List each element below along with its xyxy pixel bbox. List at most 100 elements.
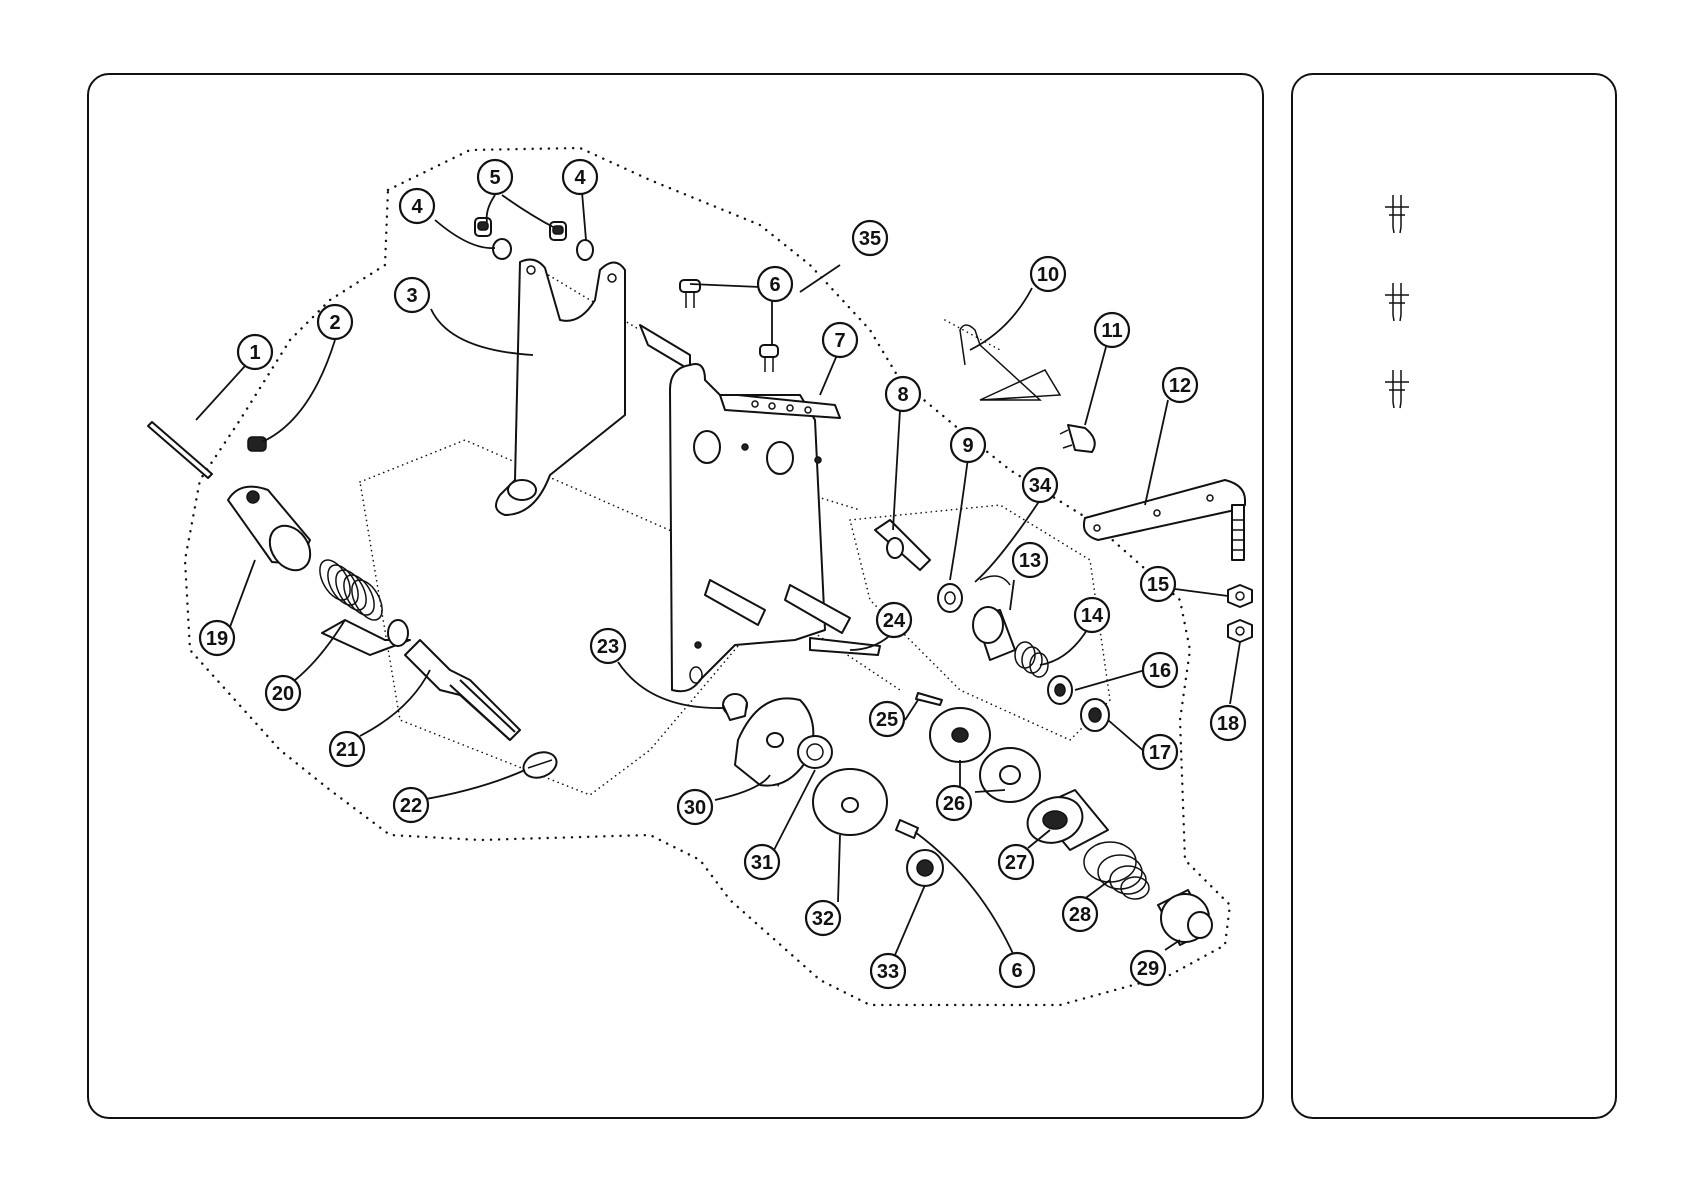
callout-11: 11 bbox=[1095, 313, 1129, 347]
callout-number: 15 bbox=[1147, 574, 1169, 596]
callout-26: 26 bbox=[937, 786, 971, 820]
callout-number: 35 bbox=[859, 228, 881, 250]
callout-number: 3 bbox=[406, 285, 417, 307]
callout-1: 1 bbox=[238, 335, 272, 369]
part-15-nut bbox=[1228, 585, 1252, 607]
part-4-washer-right bbox=[577, 240, 593, 260]
callout-number: 17 bbox=[1149, 742, 1171, 764]
callout-number: 9 bbox=[962, 435, 973, 457]
part-13-bushing bbox=[973, 607, 1015, 660]
callout-30: 30 bbox=[678, 790, 712, 824]
part-21-shaft-stud bbox=[405, 640, 520, 740]
part-8-bolt bbox=[875, 520, 930, 570]
callout-29: 29 bbox=[1131, 951, 1165, 985]
callout-number: 31 bbox=[751, 852, 773, 874]
callout-number: 28 bbox=[1069, 904, 1091, 926]
part-18-nut bbox=[1228, 620, 1252, 642]
part-33-knurled-nut bbox=[907, 850, 943, 886]
callout-31: 31 bbox=[745, 845, 779, 879]
callout-number: 13 bbox=[1019, 550, 1041, 572]
callout-14: 14 bbox=[1075, 598, 1109, 632]
callout-number: 4 bbox=[411, 196, 423, 218]
callout-number: 22 bbox=[400, 795, 422, 817]
part-12-lever-arm bbox=[1084, 480, 1245, 560]
callout-number: 1 bbox=[249, 342, 260, 364]
part-11-screw bbox=[1060, 425, 1095, 452]
callout-15: 15 bbox=[1141, 567, 1175, 601]
part-20-spring-bracket bbox=[314, 555, 410, 655]
callout-number: 24 bbox=[883, 610, 906, 632]
part-28-conical-spring bbox=[1084, 842, 1149, 899]
part-5-screw-left bbox=[475, 218, 491, 236]
callout-number: 32 bbox=[812, 908, 834, 930]
callout-20: 20 bbox=[266, 676, 300, 710]
part-5-screw-right bbox=[550, 222, 566, 240]
part-3-lever-plate bbox=[496, 260, 625, 515]
callout-number: 34 bbox=[1029, 475, 1052, 497]
part-2-set-screw bbox=[248, 437, 266, 451]
callout-number: 12 bbox=[1169, 375, 1191, 397]
part-26-disc-upper bbox=[930, 708, 990, 762]
part-34-ring bbox=[980, 576, 1010, 585]
callout-12: 12 bbox=[1163, 368, 1197, 402]
part-27-cup bbox=[1021, 790, 1108, 850]
callout-number: 21 bbox=[336, 739, 358, 761]
callout-25: 25 bbox=[870, 702, 904, 736]
callout-10: 10 bbox=[1031, 257, 1065, 291]
callout-8: 8 bbox=[886, 377, 920, 411]
callout-number: 8 bbox=[897, 384, 908, 406]
callout-number: 26 bbox=[943, 793, 965, 815]
part-29-knurled-cap bbox=[1158, 890, 1212, 945]
callout-number: 5 bbox=[489, 167, 500, 189]
callout-19: 19 bbox=[200, 621, 234, 655]
part-22-screw-head bbox=[520, 748, 560, 782]
callout-number: 10 bbox=[1037, 264, 1059, 286]
callout-number: 25 bbox=[876, 709, 898, 731]
callout-3: 3 bbox=[395, 278, 429, 312]
part-16-washer bbox=[1048, 676, 1072, 704]
callout-6: 6 bbox=[1000, 953, 1034, 987]
part-26-disc-lower bbox=[980, 748, 1040, 802]
callout-number: 20 bbox=[272, 683, 294, 705]
callout-number: 30 bbox=[684, 797, 706, 819]
callout-number: 7 bbox=[834, 330, 845, 352]
callout-32: 32 bbox=[806, 901, 840, 935]
callout-4: 4 bbox=[400, 189, 434, 223]
part-25-small-pin bbox=[916, 693, 942, 705]
part-17-knurled-nut bbox=[1081, 699, 1109, 731]
callout-number: 14 bbox=[1081, 605, 1104, 627]
part-14-small-spring bbox=[1015, 642, 1048, 677]
part-6-screw-lower bbox=[760, 345, 778, 372]
callout-number: 4 bbox=[574, 167, 586, 189]
callout-number: 29 bbox=[1137, 958, 1159, 980]
part-9-washer bbox=[938, 584, 962, 612]
callout-13: 13 bbox=[1013, 543, 1047, 577]
callout-4: 4 bbox=[563, 160, 597, 194]
callout-number: 16 bbox=[1149, 660, 1171, 682]
callout-7: 7 bbox=[823, 323, 857, 357]
part-31-washer bbox=[798, 736, 832, 768]
callout-number: 11 bbox=[1101, 320, 1122, 342]
callout-2: 2 bbox=[318, 305, 352, 339]
callout-17: 17 bbox=[1143, 735, 1177, 769]
part-10-wire-spring bbox=[960, 325, 1060, 400]
part-32-disc bbox=[813, 769, 887, 835]
callout-5: 5 bbox=[478, 160, 512, 194]
double-needle-icon bbox=[1385, 370, 1409, 408]
part-1-pin bbox=[148, 422, 212, 478]
double-needle-icon bbox=[1385, 195, 1409, 233]
callout-number: 19 bbox=[206, 628, 228, 650]
callout-33: 33 bbox=[871, 954, 905, 988]
callout-23: 23 bbox=[591, 629, 625, 663]
callout-24: 24 bbox=[877, 603, 911, 637]
callout-21: 21 bbox=[330, 732, 364, 766]
callout-number: 2 bbox=[329, 312, 340, 334]
part-4-washer-left bbox=[493, 239, 511, 259]
callout-number: 33 bbox=[877, 961, 899, 983]
callout-28: 28 bbox=[1063, 897, 1097, 931]
callout-18: 18 bbox=[1211, 706, 1245, 740]
callout-27: 27 bbox=[999, 845, 1033, 879]
callout-16: 16 bbox=[1143, 653, 1177, 687]
callout-22: 22 bbox=[394, 788, 428, 822]
